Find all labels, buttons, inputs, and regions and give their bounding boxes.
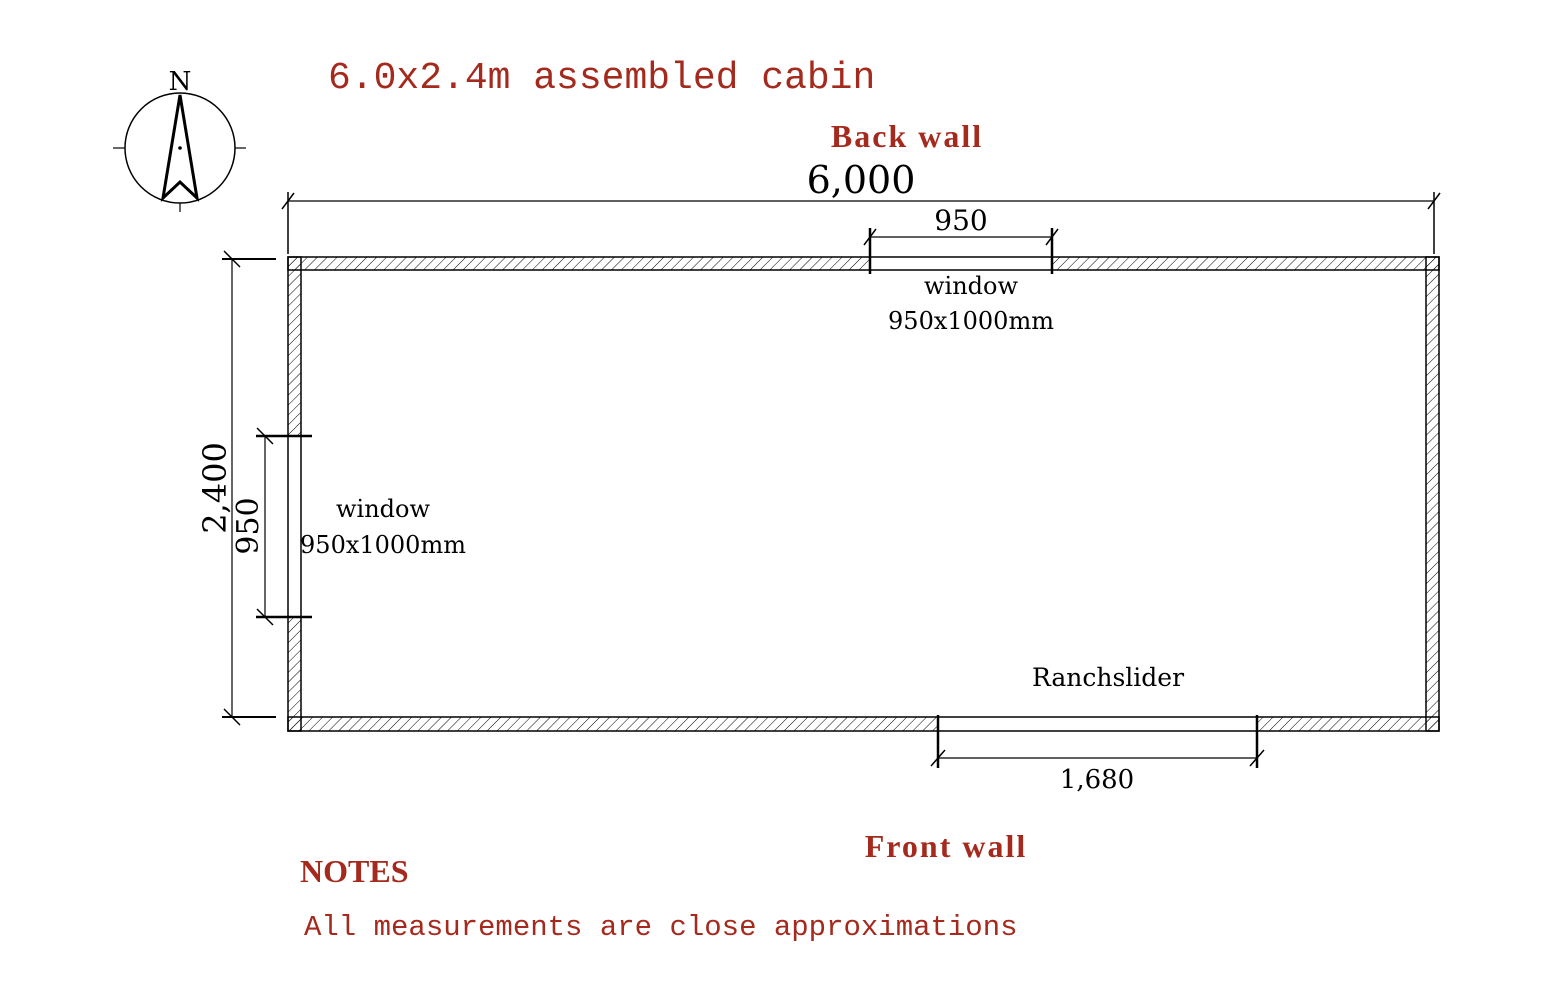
front-wall-label: Front wall xyxy=(865,828,1028,864)
back-window-size: 950x1000mm xyxy=(888,307,1054,335)
overall-length-dimension xyxy=(281,192,1441,254)
ranchslider-label: Ranchslider xyxy=(1032,663,1184,692)
notes-heading: NOTES xyxy=(300,853,408,889)
back-window-opening xyxy=(863,228,1059,274)
ranchslider-opening xyxy=(930,715,1265,768)
back-wall-label: Back wall xyxy=(831,118,983,154)
side-window-size: 950x1000mm xyxy=(300,531,466,559)
ranchslider-dimension: 1,680 xyxy=(1060,765,1134,795)
overall-width-dimension xyxy=(222,250,276,726)
north-arrow-icon xyxy=(113,92,246,212)
overall-length-value: 6,000 xyxy=(807,158,916,202)
north-label: N xyxy=(169,67,192,97)
cabin-walls xyxy=(287,256,1440,732)
drawing-title: 6.0x2.4m assembled cabin xyxy=(328,57,875,100)
side-window-dimension: 950 xyxy=(231,497,266,554)
side-window-opening xyxy=(256,427,312,626)
back-window-label: window xyxy=(924,272,1018,300)
overall-width-value: 2,400 xyxy=(196,442,234,534)
side-window-label: window xyxy=(336,495,430,523)
notes-text: All measurements are close approximation… xyxy=(304,911,1018,944)
back-window-dimension: 950 xyxy=(934,204,987,237)
